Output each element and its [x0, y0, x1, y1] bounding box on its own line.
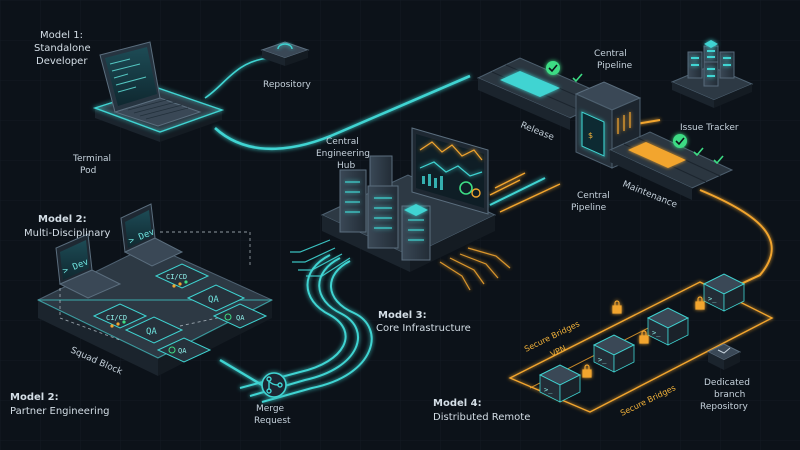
model3-subtitle: Core Infrastructure	[376, 323, 471, 334]
hub-core-chip	[404, 204, 428, 216]
hub-pipeline-link-amber3	[499, 183, 561, 213]
model4-subtitle: Distributed Remote	[433, 412, 530, 423]
remote-node-1: >_	[538, 364, 582, 403]
maintenance-conveyor: Maintenance Central Pipeline	[571, 131, 734, 213]
terminal-pod-label-line2: Pod	[80, 166, 96, 176]
release-check-badge	[546, 61, 560, 75]
maintenance-package	[628, 142, 686, 168]
model1-subtitle-line2: Developer	[36, 56, 88, 67]
merge-request-node: Merge Request	[254, 372, 291, 426]
qa-tile-4: QA	[212, 303, 268, 329]
central-engineering-hub: Central Engineering Hub Model 3: Core In…	[316, 127, 497, 334]
terminal-icon: >_	[708, 295, 717, 303]
model1-title: Model 1:	[40, 30, 83, 41]
check-icon	[548, 64, 558, 73]
issue-tracker-server-stack	[687, 40, 735, 87]
issue-tracker-label: Issue Tracker	[680, 123, 739, 133]
central-pipeline-mid-label-line1: Central	[577, 191, 610, 201]
hub-merge-lane1	[239, 254, 347, 389]
remote-node-4: >_	[702, 273, 746, 312]
cicd-tile-2-label: CI/CD	[166, 273, 187, 281]
cicd-tile-1: CI/CD	[92, 303, 148, 329]
terminal-icon: >_	[598, 356, 607, 364]
hub-traces-left	[290, 239, 351, 277]
repository-node: Repository	[260, 41, 312, 90]
squad-flow-arrows	[59, 231, 251, 341]
merge-request-label-line1: Merge	[256, 404, 285, 414]
lock-icon	[612, 300, 622, 314]
check-icon	[572, 73, 583, 83]
model2a-title: Model 2:	[38, 214, 87, 225]
qa-tile-2-label: QA	[208, 295, 219, 305]
model1-standalone-developer: Model 1: Standalone Developer Terminal P…	[34, 30, 225, 176]
squad-laptop-2: > Dev	[120, 203, 184, 267]
hub-label-line2: Engineering	[316, 149, 370, 159]
central-pipeline-mid-label-line2: Pipeline	[571, 203, 607, 213]
model2a-subtitle: Multi-Disciplinary	[24, 228, 110, 239]
issue-tracker: Issue Tracker	[670, 40, 754, 133]
qa-tile-4-label: QA	[236, 314, 245, 322]
hub-merge-lane3	[261, 260, 373, 403]
model2b-subtitle: Partner Engineering	[10, 406, 110, 417]
hub-dashboard-monitor	[411, 127, 489, 215]
hub-pipeline-link-teal	[489, 177, 546, 206]
central-pipeline-top-label-line1: Central	[594, 49, 627, 59]
hub-traces-right	[439, 247, 511, 291]
lock-icon	[695, 296, 705, 310]
hub-pipeline-link-amber1	[489, 179, 521, 196]
hub-label-line1: Central	[326, 137, 359, 147]
terminal-icon: >_	[652, 329, 661, 337]
remote-node-2: >_	[592, 334, 636, 373]
remote-node-3: >_	[646, 307, 690, 346]
merge-icon	[266, 376, 283, 394]
maintenance-check-badge	[673, 134, 687, 148]
dedicated-branch-repository: Dedicated branch Repository	[700, 343, 750, 412]
model2b-title: Model 2:	[10, 392, 59, 403]
hub-merge-lane2	[249, 257, 359, 397]
check-icon	[675, 137, 685, 146]
check-icon	[693, 147, 704, 157]
branch-icon	[717, 347, 731, 354]
qa-tile-1: QA	[124, 316, 184, 344]
qa-tile-3-label: QA	[178, 347, 187, 355]
laptop-repository-link	[204, 57, 269, 99]
release-package	[500, 71, 560, 97]
check-icon	[713, 155, 724, 165]
cicd-tile-1-label: CI/CD	[106, 314, 127, 322]
squad-merge-link	[219, 358, 263, 387]
hub-label-line3: Hub	[337, 161, 355, 171]
model4-title: Model 4:	[433, 398, 482, 409]
hub-pipeline-link-amber2	[494, 172, 526, 189]
qa-tile-3: QA	[156, 337, 212, 363]
lock-icon	[582, 364, 592, 378]
lock-icon	[639, 330, 649, 344]
squad-laptop-1: > Dev	[55, 233, 122, 299]
dedicated-label-line2: branch	[714, 390, 745, 400]
repository-label: Repository	[263, 80, 312, 90]
terminal-icon: >_	[544, 386, 553, 394]
connector-lines	[204, 57, 773, 403]
dedicated-label-line1: Dedicated	[704, 378, 750, 388]
pod-pipeline-link	[214, 74, 471, 151]
central-pipeline-top-label-line2: Pipeline	[597, 61, 633, 71]
hub-server-racks	[339, 155, 431, 261]
merge-request-label-line2: Request	[254, 416, 291, 426]
terminal-pod-label-line1: Terminal	[72, 154, 111, 164]
model3-title: Model 3:	[378, 310, 427, 321]
qa-tile-1-label: QA	[146, 327, 157, 337]
repository-icon	[277, 43, 293, 50]
dedicated-label-line3: Repository	[700, 402, 749, 412]
pipeline-gate-icon: $	[588, 131, 593, 140]
cicd-tile-2: CI/CD	[154, 263, 210, 289]
qa-tile-2: QA	[186, 284, 246, 312]
model1-subtitle-line1: Standalone	[34, 43, 91, 54]
